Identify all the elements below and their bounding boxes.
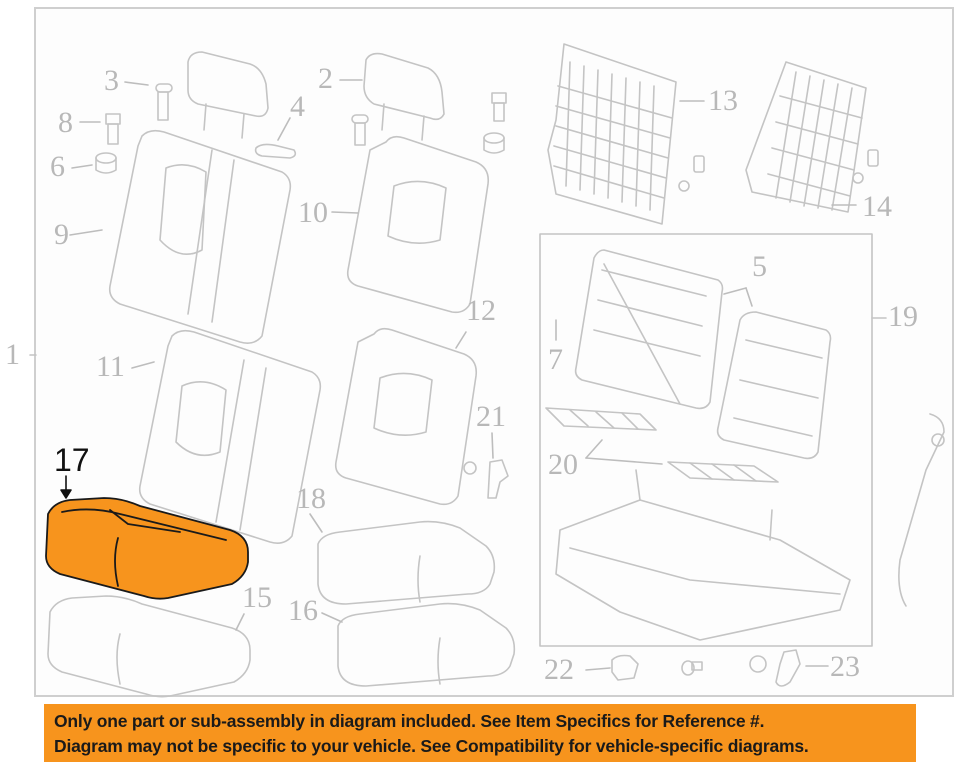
headrest-center-icon xyxy=(363,52,445,141)
callout-23: 23 xyxy=(830,650,860,683)
callout-18: 18 xyxy=(296,482,326,515)
seatback-9-icon xyxy=(108,129,292,344)
callout-11: 11 xyxy=(96,350,125,383)
callout-20: 20 xyxy=(548,448,578,481)
lower-frame-icon xyxy=(555,469,851,641)
bracket-23-icon xyxy=(775,649,801,687)
panel-13-icon xyxy=(547,43,677,225)
seat-cushion-18-icon xyxy=(317,520,496,605)
callout-15: 15 xyxy=(242,581,272,614)
callout-9: 9 xyxy=(54,218,69,251)
seatback-10-icon xyxy=(346,135,490,314)
callout-13: 13 xyxy=(708,84,738,117)
frame-5-left-icon xyxy=(574,249,724,410)
callout-6: 6 xyxy=(50,150,65,183)
pin-bottom-icon xyxy=(681,660,703,676)
pin-3-icon xyxy=(155,83,173,121)
bolt-8-icon xyxy=(105,113,121,145)
mat-20-upper-icon xyxy=(545,407,657,431)
seatback-11-icon xyxy=(138,329,322,544)
seat-cushion-15-icon xyxy=(47,595,251,698)
bushing-6-icon xyxy=(95,152,117,174)
disclaimer-line-2: Diagram may not be specific to your vehi… xyxy=(54,736,809,756)
callout-1: 1 xyxy=(5,338,20,371)
panel-14-icon xyxy=(745,61,867,213)
headrest-left-icon xyxy=(187,51,269,139)
clip-4-icon xyxy=(254,143,297,159)
subassembly-box xyxy=(539,233,873,647)
seat-cushion-17-highlighted xyxy=(45,497,249,600)
callout-10: 10 xyxy=(298,196,328,229)
seatbelt-icon xyxy=(898,413,945,607)
bracket-21-icon xyxy=(463,459,509,499)
callout-12: 12 xyxy=(466,294,496,327)
frame-5-right-icon xyxy=(716,311,832,460)
callout-5: 5 xyxy=(752,250,767,283)
disclaimer-line-1: Only one part or sub-assembly in diagram… xyxy=(54,711,765,731)
mat-20-lower-icon xyxy=(667,461,779,483)
callout-4: 4 xyxy=(290,90,305,123)
pin-center-icon xyxy=(351,114,369,146)
callout-19: 19 xyxy=(888,300,918,333)
disclaimer-banner: Only one part or sub-assembly in diagram… xyxy=(44,704,916,762)
seatback-12-icon xyxy=(334,327,478,506)
callout-2: 2 xyxy=(318,62,333,95)
bolt-right-icon xyxy=(491,92,507,122)
callout-22: 22 xyxy=(544,653,574,686)
callout-21: 21 xyxy=(476,400,506,433)
callout-3: 3 xyxy=(104,64,119,97)
callout-17-highlighted: 17 xyxy=(54,442,90,478)
callout-14: 14 xyxy=(862,190,892,223)
callout-7: 7 xyxy=(548,343,563,376)
callout-8: 8 xyxy=(58,106,73,139)
cap-bottom-icon xyxy=(749,655,767,673)
seat-cushion-16-icon xyxy=(337,602,516,687)
cap-22-icon xyxy=(611,654,639,681)
callout-16: 16 xyxy=(288,594,318,627)
bushing-right-icon xyxy=(483,132,505,154)
